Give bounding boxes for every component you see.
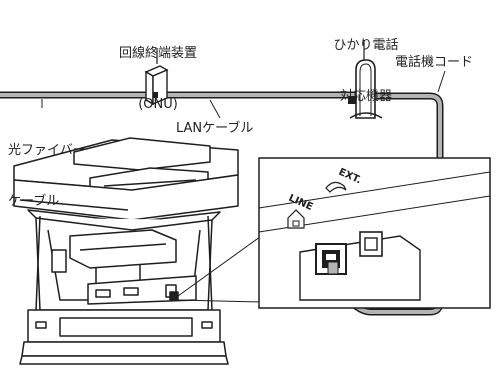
leader-lines xyxy=(41,70,446,119)
onu-label-line1: 回線終端装置 xyxy=(118,46,197,61)
hikari-phone-device xyxy=(348,40,383,119)
onu-label: 回線終端装置 (ONU) xyxy=(103,11,213,147)
telephone-cord-label: 電話機コード xyxy=(395,55,474,70)
hikari-phone-label-line1: ひかり電話 xyxy=(333,38,399,53)
lan-cable-label: LANケーブル xyxy=(176,121,254,136)
printer xyxy=(13,137,239,365)
zoom-detail: EXT. LINE xyxy=(258,157,491,309)
callout-lines xyxy=(177,233,265,303)
onu-label-line2: (ONU) xyxy=(138,97,178,112)
handset-ext-icon xyxy=(325,181,347,193)
hikari-phone-label-line2: 対応機器 xyxy=(339,89,392,104)
fiber-cable-label-line1: 光ファイバー xyxy=(8,143,86,158)
house-line-icon xyxy=(287,209,305,229)
hikari-phone-label: ひかり電話 対応機器 xyxy=(316,3,416,139)
ext-port xyxy=(359,231,383,257)
fiber-cable-label-line2: ケーブル xyxy=(8,194,60,209)
onu-device xyxy=(144,48,169,106)
fiber-cable-label: 光ファイバー ケーブル xyxy=(8,108,86,244)
